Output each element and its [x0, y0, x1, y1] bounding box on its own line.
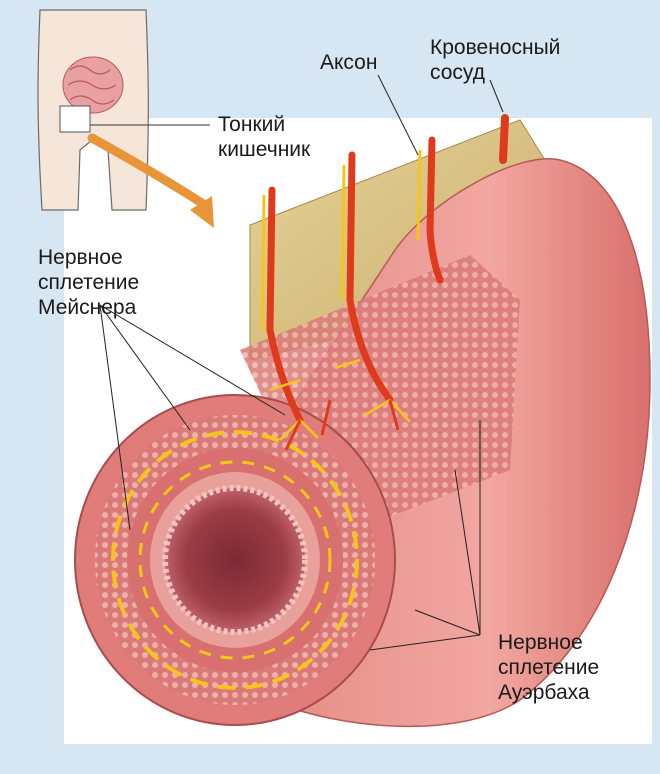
- lumen: [165, 488, 305, 632]
- label-blood-vessel: Кровеносный сосуд: [430, 35, 560, 85]
- label-auerbach-plexus: Нервное сплетение Ауэрбаха: [498, 630, 599, 705]
- label-meissner-plexus: Нервное сплетение Мейснера: [38, 245, 139, 320]
- label-small-intestine: Тонкий кишечник: [218, 112, 310, 162]
- label-axon: Аксон: [320, 50, 377, 75]
- body-silhouette: [38, 10, 148, 210]
